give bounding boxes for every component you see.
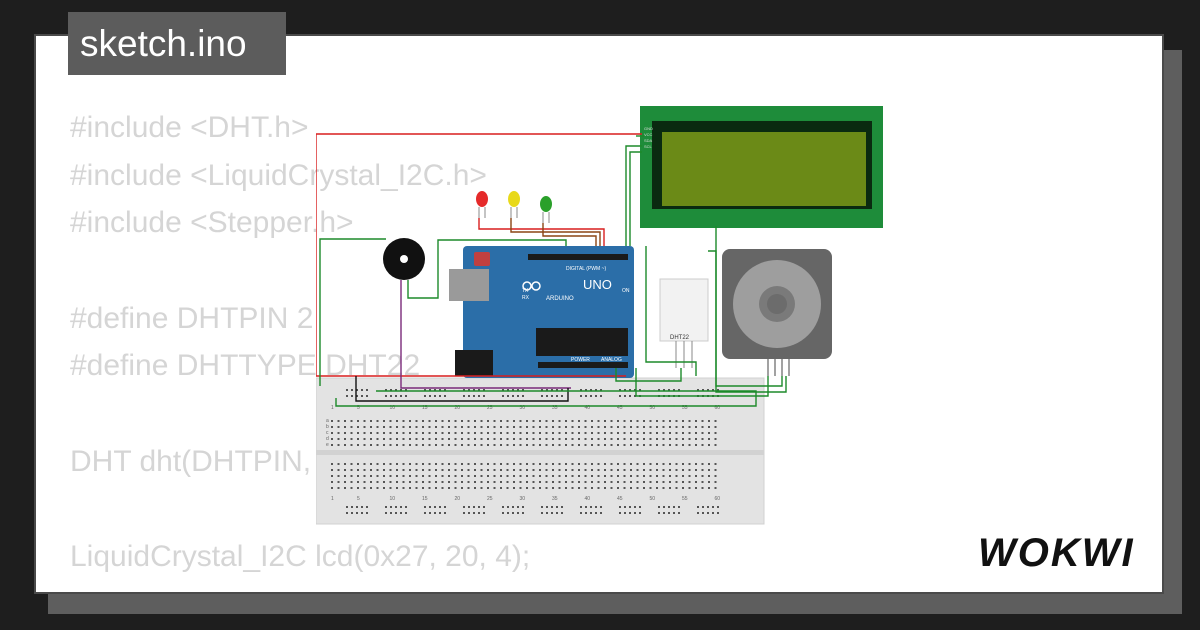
- circuit-diagram: 1155101015152020252530303535404045455050…: [316, 106, 883, 525]
- code-preview: #include <DHT.h> #include <LiquidCrystal_…: [70, 104, 530, 581]
- led-green-icon: [540, 196, 552, 223]
- breadboard-column-number: 5: [357, 405, 360, 411]
- breadboard-column-number: 55: [682, 496, 688, 502]
- breadboard-column-number: 20: [455, 496, 461, 502]
- board-brand: ARDUINO: [546, 296, 574, 302]
- breadboard-column-number: 45: [617, 405, 623, 411]
- arduino-logo-icon: [522, 281, 541, 291]
- lcd-pin-label: GND: [644, 126, 653, 131]
- breadboard: 1155101015152020252530303535404045455050…: [316, 377, 765, 525]
- power-header-label: POWER: [571, 357, 590, 363]
- analog-header-label: ANALOG: [601, 357, 622, 363]
- breadboard-column-number: 40: [585, 405, 591, 411]
- wokwi-logo-icon: WOKWI: [978, 531, 1135, 575]
- arduino-uno-board: UNO ARDUINO DIGITAL (PWM ~) POWER ANALOG…: [449, 246, 634, 378]
- code-line: #include <Stepper.h>: [70, 206, 354, 240]
- led-yellow-icon: [508, 191, 520, 218]
- lcd-pin-label: SCL: [644, 144, 653, 149]
- breadboard-column-number: 30: [520, 405, 526, 411]
- on-label: ON: [622, 288, 630, 294]
- breadboard-column-number: 40: [585, 496, 591, 502]
- tx-label: TX: [522, 288, 529, 294]
- brand-name: WOKWI: [978, 531, 1135, 575]
- breadboard-column-number: 30: [520, 496, 526, 502]
- breadboard-column-number: 55: [682, 405, 688, 411]
- circuit-wires: [316, 133, 787, 407]
- buzzer-icon: [383, 238, 425, 280]
- breadboard-column-number: 60: [715, 405, 721, 411]
- breadboard-row-letter: a: [326, 418, 329, 424]
- stepper-motor-icon: [722, 249, 832, 376]
- breadboard-column-number: 50: [650, 496, 656, 502]
- breadboard-row-letter: e: [326, 442, 329, 448]
- breadboard-column-number: 25: [487, 496, 493, 502]
- board-model: UNO: [583, 277, 612, 292]
- breadboard-column-number: 25: [487, 405, 493, 411]
- breadboard-column-number: 5: [357, 496, 360, 502]
- breadboard-column-number: 1: [331, 405, 334, 411]
- breadboard-column-number: 10: [390, 405, 396, 411]
- code-line: #include <LiquidCrystal_I2C.h>: [70, 158, 487, 192]
- lcd-pin-label: SDA: [644, 138, 653, 143]
- dht22-sensor-icon: DHT22: [659, 278, 709, 368]
- breadboard-column-number: 15: [422, 496, 428, 502]
- led-red-icon: [476, 191, 488, 218]
- breadboard-column-number: 15: [422, 405, 428, 411]
- breadboard-column-number: 35: [552, 405, 558, 411]
- breadboard-row-letter: d: [326, 436, 329, 442]
- breadboard-row-letter: c: [326, 430, 329, 436]
- code-line: #define DHTPIN 2: [70, 301, 314, 335]
- breadboard-column-number: 35: [552, 496, 558, 502]
- breadboard-column-number: 45: [617, 496, 623, 502]
- file-tab[interactable]: sketch.ino: [68, 12, 286, 75]
- breadboard-column-number: 10: [390, 496, 396, 502]
- rx-label: RX: [522, 295, 530, 301]
- code-line: #include <DHT.h>: [70, 111, 309, 144]
- breadboard-column-number: 50: [650, 405, 656, 411]
- breadboard-column-number: 20: [455, 405, 461, 411]
- breadboard-column-number: 1: [331, 496, 334, 502]
- sensor-label: DHT22: [670, 335, 690, 341]
- breadboard-row-letter: b: [326, 424, 329, 430]
- breadboard-column-number: 60: [715, 496, 721, 502]
- digital-header-label: DIGITAL (PWM ~): [566, 266, 606, 272]
- lcd-pin-label: VCC: [644, 132, 653, 137]
- code-line: LiquidCrystal_I2C lcd(0x27, 20, 4);: [70, 540, 531, 574]
- code-line: #define DHTTYPE DHT22: [70, 349, 421, 383]
